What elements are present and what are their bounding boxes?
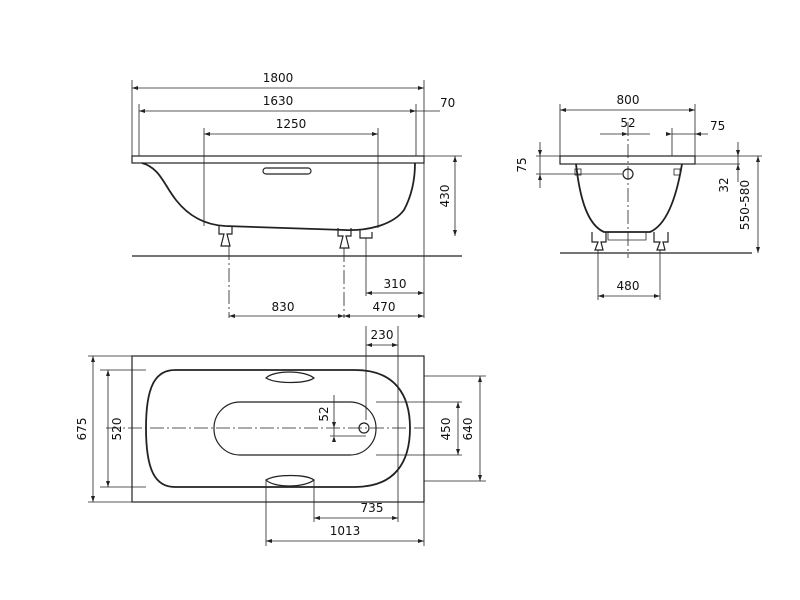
plan-dim-overall-width: 675 — [75, 418, 89, 441]
end-dim-overall-width: 800 — [617, 93, 640, 107]
side-dim-foot-offset: 470 — [373, 300, 396, 314]
side-dim-rim-overhang: 70 — [440, 96, 455, 110]
end-dim-feet-spacing: 480 — [617, 279, 640, 293]
plan-dim-handle-to-drain: 735 — [361, 501, 384, 515]
side-tub-body — [141, 162, 416, 232]
plan-handle-top — [265, 371, 315, 384]
plan-dim-handle-to-end: 1013 — [330, 524, 361, 538]
side-dim-panel-length: 1250 — [276, 117, 307, 131]
end-dim-rim-thickness: 32 — [717, 177, 731, 192]
side-rim — [131, 155, 425, 164]
end-dim-rim-width: 75 — [710, 119, 725, 133]
end-foot-left — [591, 232, 607, 251]
side-handle — [262, 167, 312, 175]
plan-view: 230 675 520 52 450 640 735 1013 — [75, 326, 486, 546]
plan-dim-base-width: 450 — [439, 418, 453, 441]
side-dim-inner-length: 1630 — [263, 94, 294, 108]
end-view: 800 52 75 75 32 550-580 480 — [515, 93, 762, 300]
plan-dim-rim-width: 640 — [461, 418, 475, 441]
plan-inner-bowl — [145, 369, 411, 488]
plan-dim-drain-offset: 230 — [371, 328, 394, 342]
plan-handle-bottom — [265, 474, 315, 487]
side-view: 1800 1630 70 1250 430 310 470 830 — [131, 71, 462, 318]
plan-base — [213, 401, 377, 456]
end-dim-rim-height: 75 — [515, 157, 529, 172]
end-tub-body — [575, 163, 683, 233]
end-rim — [559, 155, 696, 165]
end-dim-overflow-offset: 52 — [620, 116, 635, 130]
side-dim-drain-offset: 310 — [384, 277, 407, 291]
end-dim-height-range: 550-580 — [738, 180, 752, 230]
side-dim-overall-length: 1800 — [263, 71, 294, 85]
side-foot-right — [337, 228, 352, 249]
end-foot-right — [653, 232, 669, 251]
plan-dim-inner-width: 520 — [110, 418, 124, 441]
plan-outer-rim — [131, 355, 425, 503]
side-dim-feet-spacing: 830 — [272, 300, 295, 314]
side-foot-left — [218, 226, 233, 247]
side-drain — [359, 230, 373, 239]
side-dim-height: 430 — [438, 185, 452, 208]
plan-dim-overflow-offset: 52 — [317, 406, 331, 421]
